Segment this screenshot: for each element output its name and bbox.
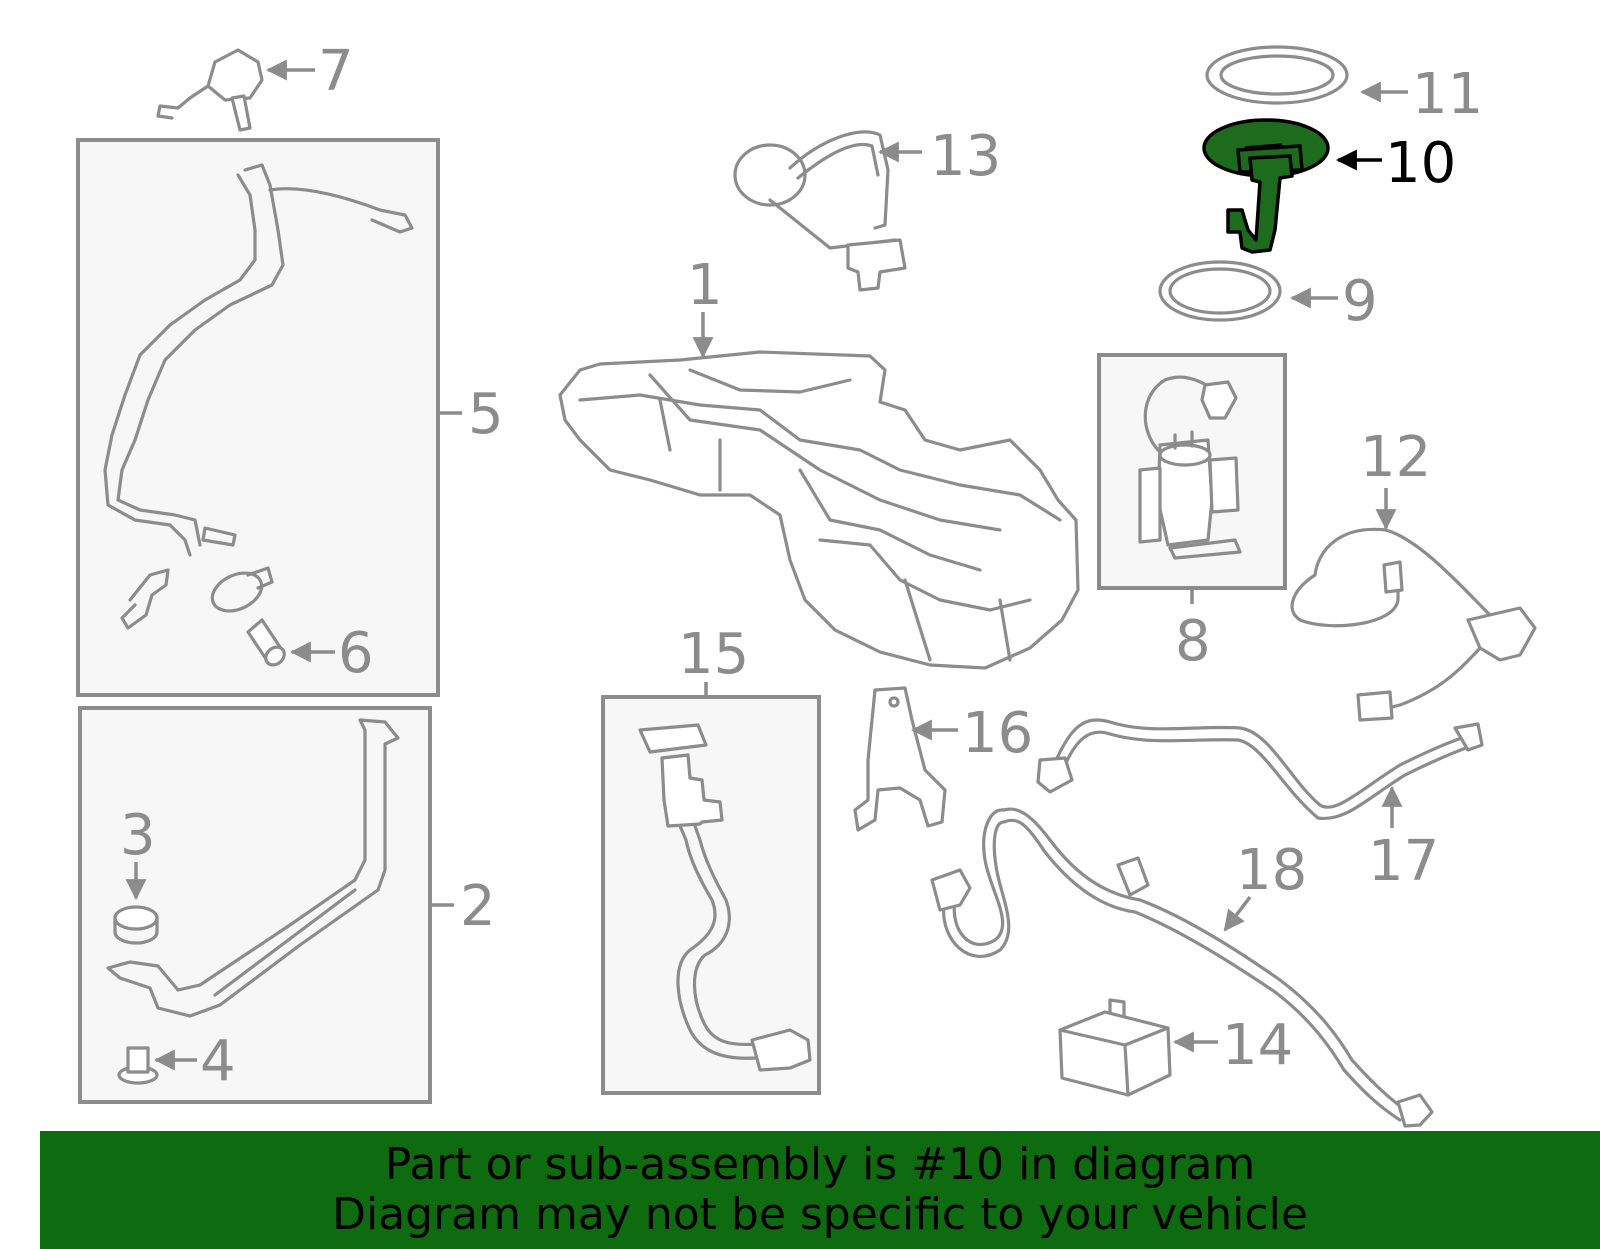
callout-7: 7 [318, 39, 354, 104]
bracket-part-16[interactable] [853, 686, 947, 832]
callout-5: 5 [468, 382, 504, 447]
callout-2: 2 [460, 874, 496, 939]
bracket-part[interactable] [120, 568, 170, 630]
fuel-pump-flange-part-10[interactable] [1202, 118, 1330, 254]
callout-18: 18 [1236, 838, 1307, 903]
callout-4: 4 [200, 1029, 236, 1094]
lock-ring-part-11[interactable] [1205, 45, 1349, 105]
callout-1: 1 [687, 253, 723, 318]
callout-16: 16 [962, 701, 1033, 766]
vent-valve-part-13[interactable] [733, 130, 907, 292]
callout-11: 11 [1412, 62, 1483, 127]
callout-3: 3 [120, 803, 156, 868]
callout-8: 8 [1175, 609, 1211, 674]
banner-part-notice: Part or sub-assembly is #10 in diagram [384, 1139, 1256, 1190]
callout-17: 17 [1368, 829, 1439, 894]
callout-12: 12 [1360, 425, 1431, 490]
group-box-5 [76, 138, 440, 697]
callout-9: 9 [1342, 269, 1378, 334]
clamp-part[interactable] [206, 566, 274, 619]
group-box-15 [601, 695, 821, 1095]
tank-strap-part[interactable] [106, 718, 400, 1018]
gasket-part-9[interactable] [1158, 260, 1282, 322]
fuel-tank-part-1[interactable] [558, 350, 1080, 670]
fuel-pump-part-8[interactable] [1138, 375, 1242, 560]
pipe-part-18[interactable] [930, 807, 1434, 1128]
wiring-harness-part-12[interactable] [1290, 527, 1537, 722]
spacer-part-3[interactable] [113, 905, 159, 945]
filler-pipe-part[interactable] [103, 163, 414, 557]
tube-part-17[interactable] [1036, 718, 1484, 821]
callout-13: 13 [930, 124, 1001, 189]
banner-vehicle-disclaimer: Diagram may not be specific to your vehi… [332, 1189, 1308, 1240]
callout-10: 10 [1385, 131, 1456, 196]
group-box-2 [78, 706, 432, 1104]
callout-14: 14 [1222, 1013, 1293, 1078]
callout-6: 6 [338, 621, 374, 686]
grommet-part-4[interactable] [117, 1046, 159, 1085]
callout-15: 15 [678, 622, 749, 687]
vent-pipe-part-15[interactable] [638, 723, 812, 1072]
control-module-part-14[interactable] [1058, 998, 1172, 1097]
filler-cap-part-7[interactable] [156, 48, 264, 132]
hose-part-6[interactable] [246, 618, 288, 669]
info-banner: Part or sub-assembly is #10 in diagram D… [40, 1131, 1600, 1249]
